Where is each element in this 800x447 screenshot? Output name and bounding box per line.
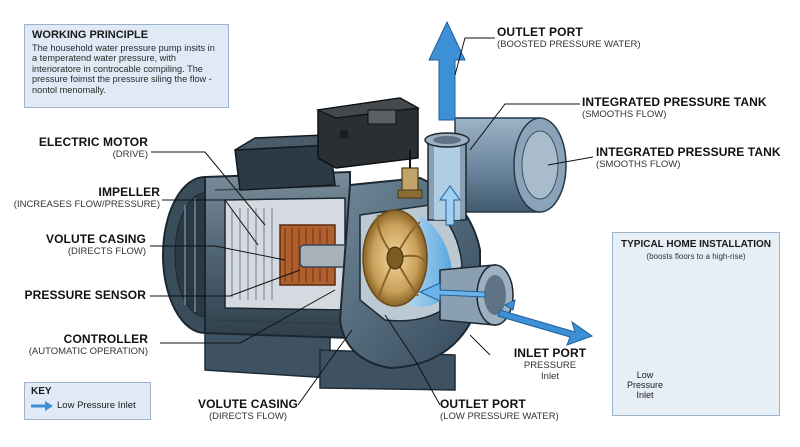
working-principle-title: WORKING PRINCIPLE bbox=[32, 29, 149, 41]
callout-outlet-port-top: OUTLET PORT (BOOSTED PRESSURE WATER) bbox=[497, 25, 641, 50]
callout-integrated-tank-2: INTEGRATED PRESSURE TANK (SMOOTHS FLOW) bbox=[596, 145, 781, 170]
key-item: Low Pressure Inlet bbox=[31, 400, 144, 411]
leader-lines bbox=[150, 37, 594, 406]
callout-inlet-port: INLET PORT PRESSURE Inlet bbox=[513, 346, 587, 382]
inlet-pipe bbox=[439, 264, 514, 326]
impeller bbox=[362, 209, 428, 307]
controller-box bbox=[315, 97, 420, 169]
flow-arrows bbox=[418, 20, 594, 346]
home-installation-panel: TYPICAL HOME INSTALLATION (boosts floors… bbox=[612, 232, 780, 416]
key-title: KEY bbox=[31, 386, 52, 397]
low-pressure-arrow-icon bbox=[31, 400, 53, 411]
home-low-pressure-label: Low Pressure Inlet bbox=[627, 370, 664, 400]
callout-controller: CONTROLLER (AUTOMATIC OPERATION) bbox=[28, 332, 148, 357]
callout-impeller: IMPELLER (INCREASES FLOW/PRESSURE) bbox=[13, 185, 160, 210]
callout-volute-casing-bottom: VOLUTE CASING (DIRECTS FLOW) bbox=[198, 397, 298, 422]
key-item-label: Low Pressure Inlet bbox=[57, 400, 136, 411]
callout-volute-casing-left: VOLUTE CASING (DIRECTS FLOW) bbox=[46, 232, 146, 257]
home-installation-title: TYPICAL HOME INSTALLATION bbox=[621, 239, 771, 250]
callout-outlet-port-bottom: OUTLET PORT (LOW PRESSURE WATER) bbox=[440, 397, 559, 422]
callout-electric-motor: ELECTRIC MOTOR (DRIVE) bbox=[38, 135, 148, 160]
home-installation-subtitle: (boosts floors to a high-rise) bbox=[646, 252, 746, 261]
pressure-sensor bbox=[397, 150, 423, 199]
working-principle-box: WORKING PRINCIPLE The household water pr… bbox=[24, 24, 229, 108]
callout-integrated-tank-1: INTEGRATED PRESSURE TANK (SMOOTHS FLOW) bbox=[582, 95, 767, 120]
working-principle-body: The household water pressure pump insits… bbox=[32, 43, 215, 95]
key-legend: KEY Low Pressure Inlet bbox=[24, 382, 151, 420]
callout-pressure-sensor: PRESSURE SENSOR bbox=[24, 288, 146, 302]
pressure-tank bbox=[454, 117, 567, 213]
